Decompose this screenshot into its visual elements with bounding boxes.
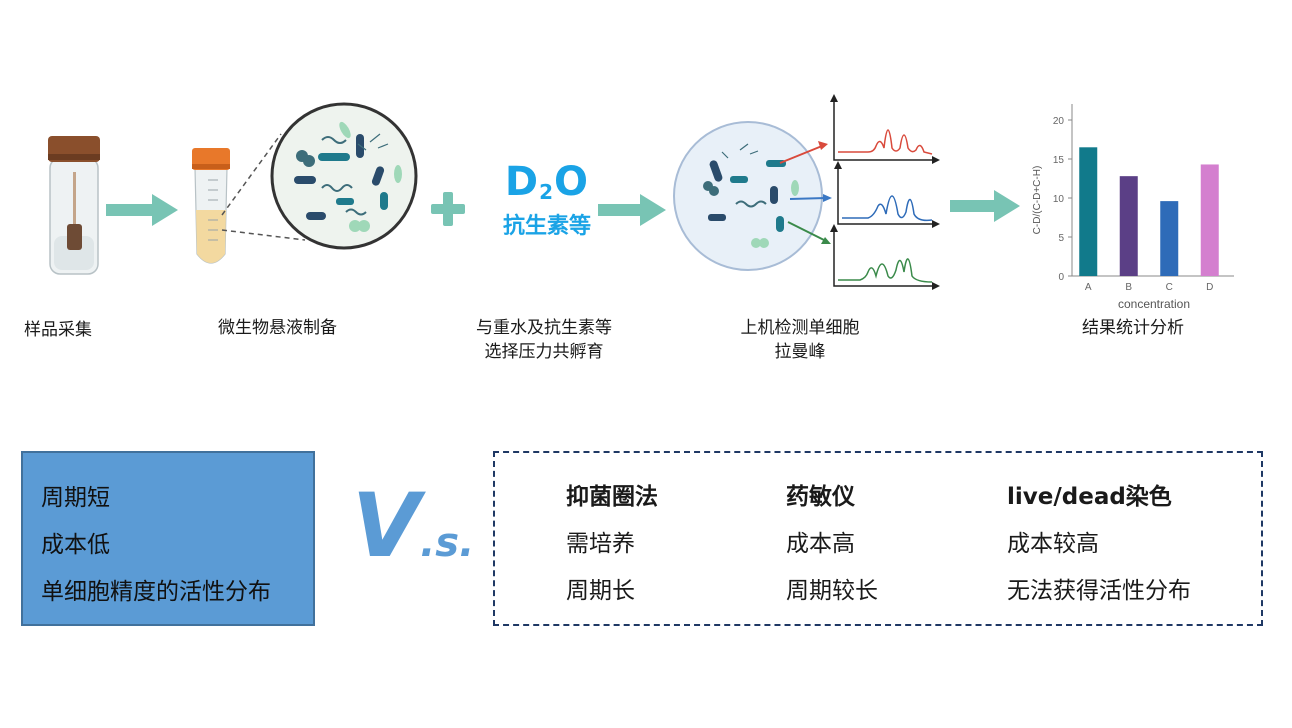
method-item: 需培养 [566,531,635,557]
d2o-label: D2O 抗生素等 [492,160,602,240]
chart-bar-C [1160,201,1179,276]
method-item: 周期长 [566,578,635,604]
d2o-formula: D2O [504,159,590,205]
arrow-2 [598,194,666,226]
chart-y-tick-label: 20 [1053,116,1065,127]
step-label-suspension: 微生物悬液制备 [218,318,337,338]
versus-s: .s. [420,520,475,566]
suspension-tube-icon [192,148,230,264]
chart-bar-A [1079,147,1098,276]
step-label-detection-line2: 拉曼峰 [774,342,826,362]
chart-y-axis-label: C-D/(C-D+C-H) [1032,166,1043,235]
versus-label: V.s. [352,482,474,570]
step-label-incubation: 与重水及抗生素等 选择压力共孵育 [460,316,628,364]
bar-chart: 0 5 10 15 20 A B C D concentration C-D/(C-D+C-H… [1032,104,1234,311]
step-label-detection: 上机检测单细胞 拉曼峰 [726,316,874,364]
chart-bar-D [1200,164,1219,276]
method-item: 周期较长 [786,578,878,604]
advantages-box: 周期短 成本低 单细胞精度的活性分布 [21,451,315,626]
advantage-item: 成本低 [41,532,110,558]
method-title: 抑菌圈法 [566,484,658,510]
signal-arrows [779,141,832,244]
raman-spectra [830,94,940,290]
advantage-item: 周期短 [41,485,110,511]
method-column-inhibition: 抑菌圈法 需培养 周期长 [566,474,658,615]
antibiotic-label: 抗生素等 [502,214,591,239]
method-item: 成本高 [786,531,855,557]
method-column-sensitivity: 药敏仪 成本高 周期较长 [786,474,878,615]
method-column-livedead: live/dead染色 成本较高 无法获得活性分布 [1007,474,1191,615]
method-item: 无法获得活性分布 [1007,578,1191,604]
chart-x-tick-label: C [1166,282,1173,293]
arrow-3 [950,190,1020,222]
method-title: live/dead染色 [1007,484,1172,510]
detection-circle-icon [673,121,823,271]
chart-y-tick-label: 15 [1053,155,1065,166]
chart-x-axis-label: concentration [1118,297,1190,311]
step-label-analysis: 结果统计分析 [1082,318,1184,338]
chart-x-tick-label: A [1085,282,1092,293]
chart-y-tick-label: 0 [1058,272,1064,283]
microbe-magnified-icon [270,102,418,250]
sample-tube-icon [48,136,100,275]
step-label-sampling: 样品采集 [24,320,92,340]
chart-y-tick-label: 5 [1058,233,1064,244]
step-label-incubation-line2: 选择压力共孵育 [484,342,604,362]
step-label-incubation-line1: 与重水及抗生素等 [476,318,612,338]
method-item: 成本较高 [1007,531,1099,557]
advantage-item: 单细胞精度的活性分布 [41,579,271,605]
versus-v: V [352,474,421,577]
method-title: 药敏仪 [786,484,855,510]
chart-bar-B [1119,176,1138,276]
chart-y-tick-label: 10 [1053,194,1065,205]
step-label-detection-line1: 上机检测单细胞 [740,318,860,338]
plus-icon [431,192,465,226]
zoom-lines [221,133,306,241]
chart-x-tick-label: D [1206,282,1213,293]
comparison-box [493,451,1263,626]
chart-x-tick-label: B [1125,282,1132,293]
arrow-1 [106,194,178,226]
